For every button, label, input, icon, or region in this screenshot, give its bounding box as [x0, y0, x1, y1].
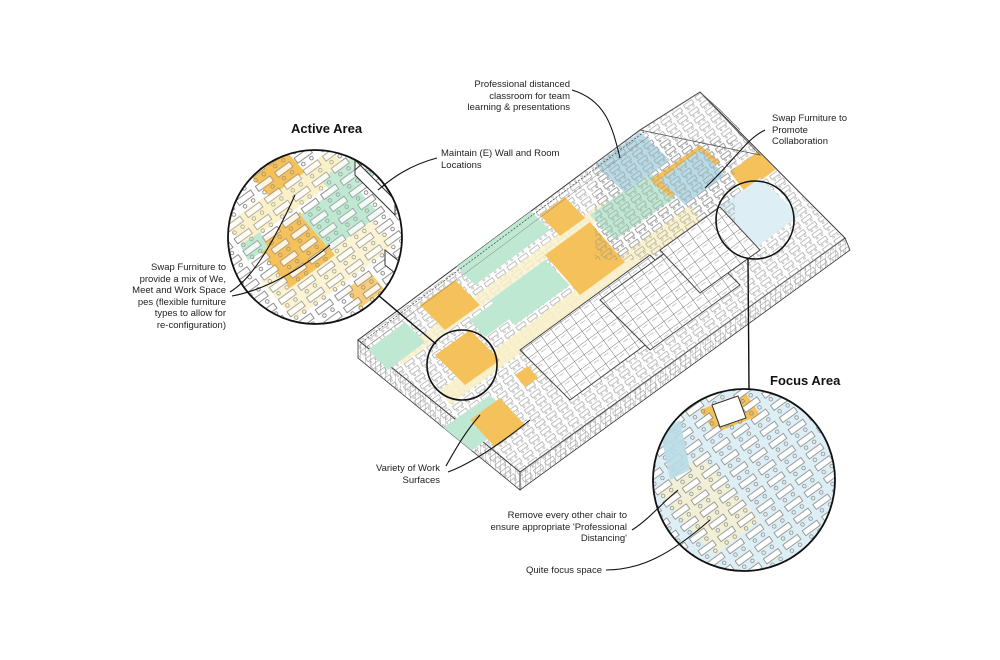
plan-focus-ring-active — [426, 329, 498, 401]
plan-blue-focus — [715, 178, 800, 248]
plan-yellow-room-4 — [540, 197, 585, 236]
leader-classroom — [571, 89, 621, 159]
plan-yellow-room-8 — [730, 150, 775, 192]
plan-yellow-room-6 — [515, 366, 538, 387]
callout-quiet-focus: Quite focus space — [525, 565, 602, 576]
leader-variety-2 — [447, 419, 531, 473]
leader-quiet-focus — [605, 519, 711, 571]
active-connector — [377, 294, 437, 345]
leader-collab — [704, 129, 766, 189]
callout-swap-mix: Swap Furniture to provide a mix of We, M… — [132, 262, 226, 331]
leader-lines — [229, 89, 766, 571]
active-area-heading: Active Area — [291, 121, 363, 136]
focus-area-heading: Focus Area — [770, 373, 841, 388]
leader-swap-mix-1 — [229, 194, 296, 293]
isometric-floor-plan — [357, 91, 851, 491]
callout-remove-chair: Remove every other chair to ensure appro… — [490, 510, 627, 544]
plan-yellow-room-2 — [435, 330, 500, 385]
leader-swap-mix-2 — [231, 244, 331, 297]
leader-remove-chair — [631, 489, 679, 531]
plan-core-rooms-3 — [659, 206, 761, 294]
plan-focus-ring-focus — [715, 180, 795, 260]
focus-area-zoom — [652, 388, 836, 572]
plan-green-zone-5 — [368, 322, 425, 370]
focus-connector — [747, 258, 750, 390]
plan-corner-wedge — [638, 91, 762, 156]
callout-variety: Variety of Work Surfaces — [375, 463, 440, 486]
plan-green-zone-2 — [490, 260, 570, 325]
callout-maintain-walls: Maintain (E) Wall and Room Locations — [441, 148, 560, 171]
active-area-zoom — [227, 149, 403, 325]
plan-yellow-room-1 — [420, 280, 480, 330]
leader-variety-1 — [445, 414, 481, 467]
leader-maintain-walls — [377, 157, 438, 191]
callout-classroom: Professional distanced classroom for tea… — [467, 79, 570, 113]
callout-swap-collab: Swap Furniture to Promote Collaboration — [772, 113, 847, 147]
plan-green-zone-1 — [445, 200, 550, 285]
plan-green-zone-6 — [470, 298, 515, 337]
